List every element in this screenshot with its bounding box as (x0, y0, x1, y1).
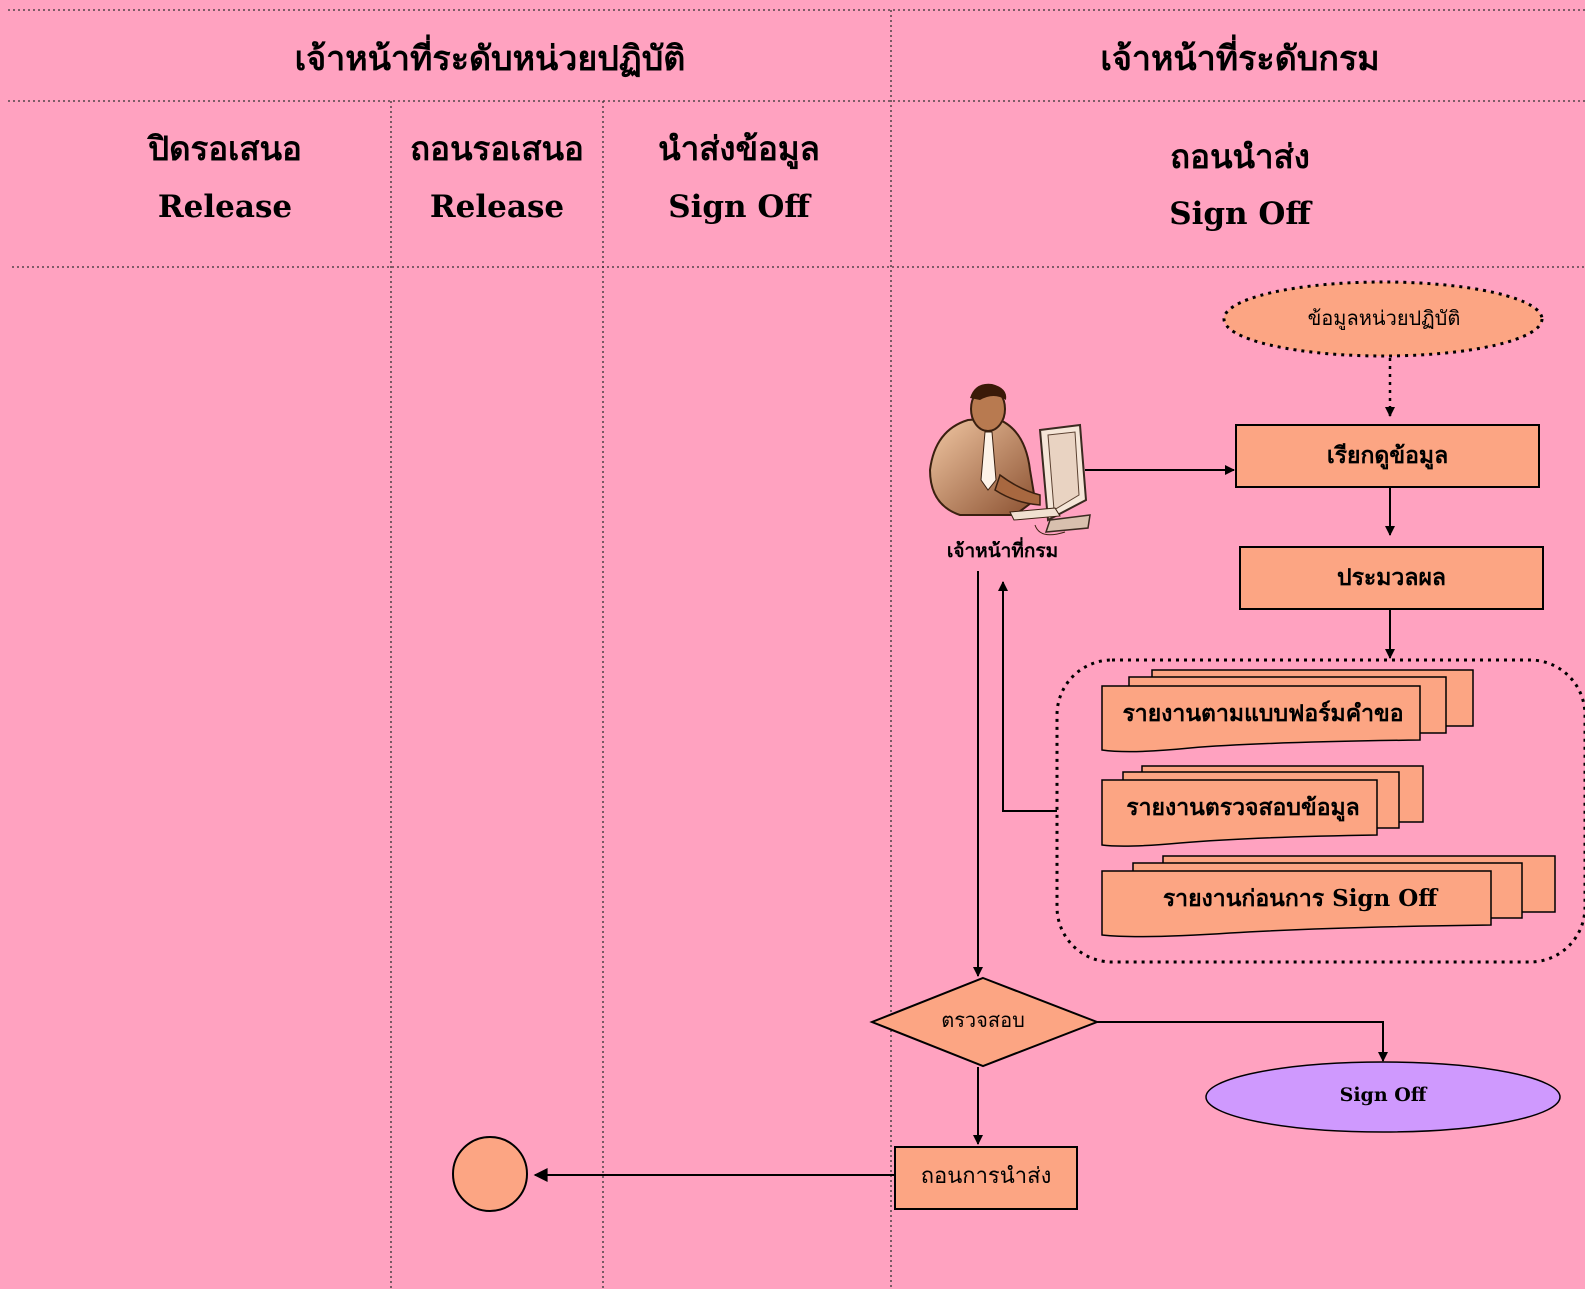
reports-group (1055, 658, 1585, 964)
officer-label: เจ้าหน้าที่กรม (946, 540, 1059, 562)
unit-level-header: เจ้าหน้าที่ระดับหน่วยปฏิบัติ (294, 39, 686, 79)
check-to-signoff-arrow (1097, 1021, 1388, 1062)
officer-icon (928, 383, 1091, 536)
signoff-ellipse (1205, 1061, 1561, 1133)
col-close-pending-th: ปิดรอเสนอ (148, 129, 302, 168)
lane-lines (8, 9, 1585, 1289)
view-data-box (1235, 424, 1540, 488)
view-data-label: เรียกดูข้อมูล (1326, 442, 1449, 469)
end-circle (452, 1136, 528, 1212)
check-diamond (869, 976, 1100, 1068)
report-check-doc (1101, 765, 1424, 847)
col-withdraw-pending-en: Release (429, 189, 565, 225)
check-label: ตรวจสอบ (941, 1008, 1025, 1032)
col-withdraw-pending-th: ถอนรอเสนอ (410, 129, 584, 168)
report-before-doc (1101, 855, 1556, 938)
process-label: ประมวลผล (1336, 564, 1447, 591)
process-box (1239, 546, 1544, 610)
report-form-label: รายงานตามแบบฟอร์มคำขอ (1122, 700, 1404, 727)
dept-level-header: เจ้าหน้าที่ระดับกรม (1100, 39, 1380, 79)
report-before-label: รายงานก่อนการ Sign Off (1162, 885, 1438, 912)
col-submit-data-th: นำส่งข้อมูล (658, 129, 820, 168)
unit-data-ellipse (1222, 280, 1544, 358)
signoff-label: Sign Off (1339, 1084, 1427, 1106)
col-submit-data-en: Sign Off (668, 189, 810, 225)
report-check-label: รายงานตรวจสอบข้อมูล (1126, 794, 1360, 821)
col-close-pending-en: Release (157, 189, 293, 225)
report-form-doc (1101, 669, 1474, 753)
withdraw-box (894, 1146, 1078, 1210)
col-withdraw-submit-th: ถอนนำส่ง (1170, 137, 1310, 176)
col-withdraw-submit-en: Sign Off (1169, 196, 1311, 232)
unit-data-label: ข้อมูลหน่วยปฏิบัติ (1307, 306, 1461, 330)
reports-to-officer-arrow (998, 581, 1057, 812)
withdraw-label: ถอนการนำส่ง (920, 1164, 1052, 1189)
